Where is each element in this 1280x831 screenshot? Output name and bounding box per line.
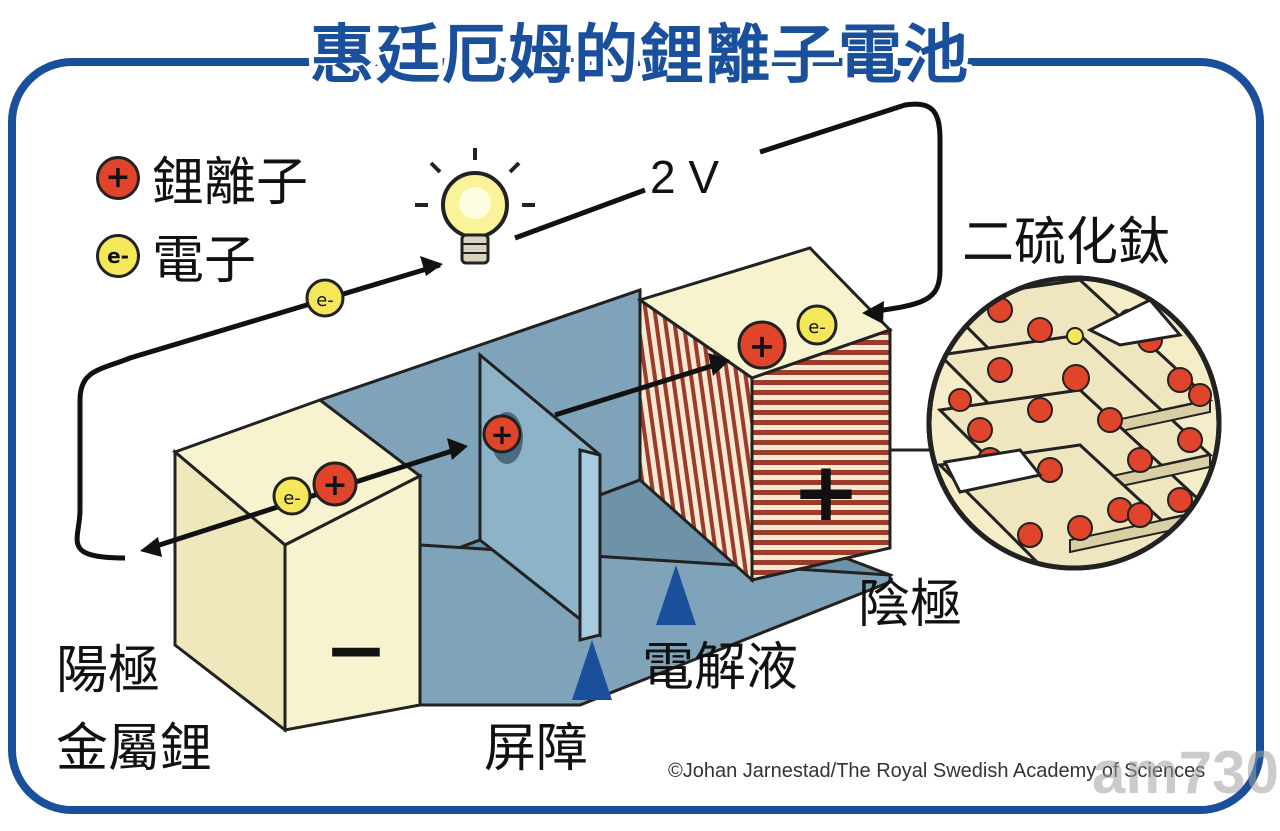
electron-legend-icon: e-: [96, 233, 140, 278]
svg-text:+: +: [322, 468, 347, 503]
watermark-logo: am730: [1092, 739, 1279, 806]
cathode-front: [750, 327, 892, 582]
ion-legend-label: 鋰離子: [152, 153, 309, 213]
ion-arrow-head-cathode: [708, 353, 730, 376]
separator-label: 屏障: [484, 719, 589, 779]
light-bulb-icon: [415, 148, 535, 265]
cathode-label: 陰極: [858, 575, 963, 635]
ion-legend-icon: +: [96, 155, 140, 200]
svg-text:+: +: [749, 327, 776, 365]
ion-arrow-head-left: [140, 537, 162, 557]
cathode-material-label: 二硫化鈦: [962, 213, 1171, 273]
wire-arrow-to-bulb: [420, 256, 443, 276]
diagram-title: 惠廷厄姆的鋰離子電池: [305, 14, 973, 98]
circuit-wire-right: [514, 101, 943, 315]
legend-ion: + 鋰離子: [96, 140, 308, 215]
anode-label: 陽極: [56, 641, 161, 701]
electron-anode: e-: [272, 476, 312, 516]
magnified-cathode-structure: [926, 275, 1222, 571]
circuit-wire-left: [74, 262, 441, 561]
image-credit: ©Johan Jarnestad/The Royal Swedish Acade…: [668, 760, 1206, 782]
ion-cathode: +: [737, 320, 787, 370]
electrolyte-label: 電解液: [642, 638, 799, 698]
ion-arrow-head-right: [447, 438, 468, 460]
svg-text:e-: e-: [808, 317, 826, 338]
outer-frame: [8, 58, 1264, 814]
ion-anode: +: [312, 461, 358, 507]
ion-separator: +: [482, 414, 522, 454]
anode-minus-sign: −: [324, 605, 388, 694]
svg-text:e-: e-: [283, 488, 301, 509]
ion-arrow-cathode: [554, 362, 716, 418]
electron-cathode: e-: [796, 304, 838, 346]
anode-metal-label: 金屬鋰: [56, 719, 213, 779]
voltage-label: 2 V: [650, 151, 720, 203]
electron-on-wire: e-: [305, 278, 345, 318]
svg-text:e-: e-: [316, 290, 334, 311]
separator-edge: [578, 448, 602, 642]
electron-legend-label: 電子: [152, 231, 257, 291]
wire-arrow-to-cathode: [862, 301, 884, 324]
cathode-plus-sign: +: [792, 445, 861, 540]
svg-text:+: +: [490, 418, 513, 451]
legend-electron: e- 電子: [96, 218, 256, 293]
separator-marker: [572, 640, 612, 700]
electrolyte-marker: [656, 565, 696, 625]
